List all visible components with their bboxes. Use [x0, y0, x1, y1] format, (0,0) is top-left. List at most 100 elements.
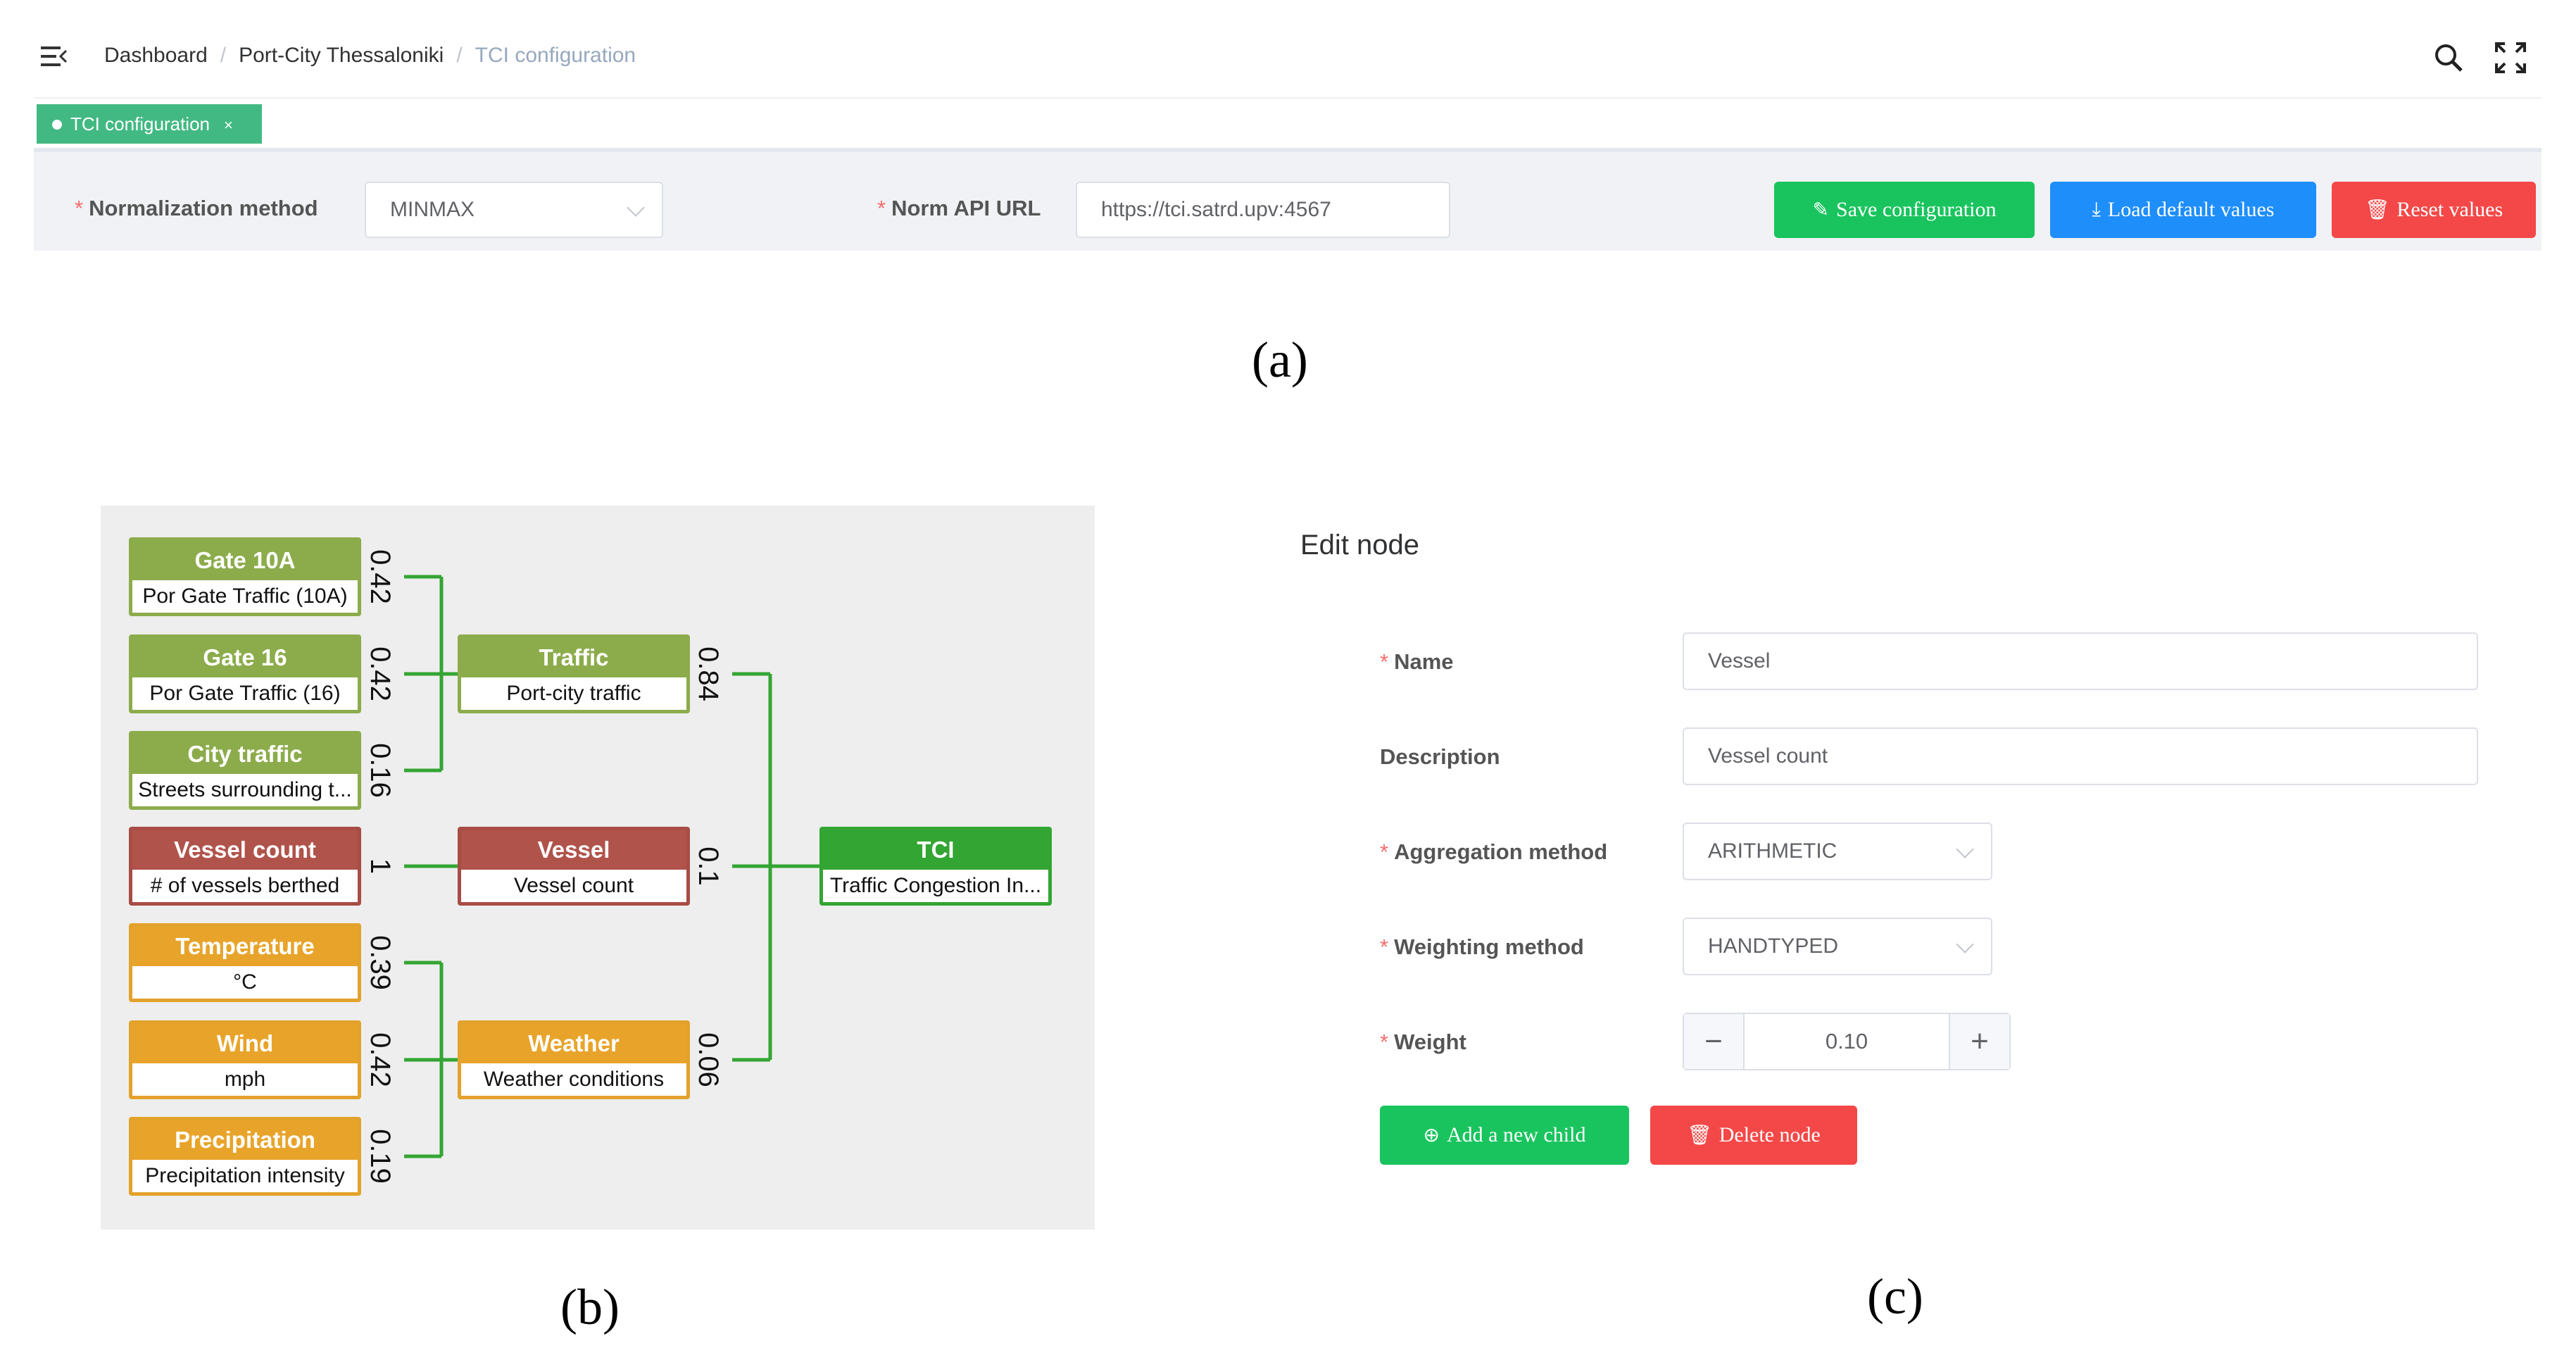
node-description: Por Gate Traffic (10A): [142, 584, 348, 608]
load-default-values-button[interactable]: ⤓Load default values: [2050, 182, 2316, 238]
name-value: Vessel: [1708, 649, 1771, 673]
node-description: Port-city traffic: [506, 682, 641, 705]
normalization-method-select[interactable]: MINMAX: [365, 182, 663, 238]
tree-node-gate-16[interactable]: Gate 16 Por Gate Traffic (16): [129, 634, 361, 713]
node-description: Precipitation intensity: [145, 1164, 345, 1187]
normalization-method-value: MINMAX: [390, 198, 475, 221]
node-title: Precipitation: [132, 1120, 358, 1160]
download-icon: ⤓: [2092, 199, 2101, 220]
tab-tci-configuration[interactable]: TCI configuration ×: [37, 104, 262, 144]
name-label: *Name: [1380, 649, 1454, 674]
description-input[interactable]: Vessel count: [1683, 727, 2478, 785]
node-title: City traffic: [132, 734, 358, 774]
description-label: Description: [1380, 744, 1500, 769]
name-input[interactable]: Vessel: [1683, 632, 2478, 690]
norm-api-url-value: https://tci.satrd.upv:4567: [1101, 198, 1331, 221]
required-mark: *: [1380, 839, 1389, 864]
tree-connectors: [404, 575, 819, 1158]
trash-icon: 🗑: [1687, 1125, 1712, 1146]
node-title: TCI: [823, 830, 1048, 870]
weight-label-precipitation: 0.19: [365, 1129, 396, 1184]
edit-node-title: Edit node: [1300, 530, 1420, 561]
add-new-child-button[interactable]: ⊕Add a new child: [1380, 1106, 1629, 1165]
node-title: Vessel count: [132, 830, 358, 870]
close-tab-icon[interactable]: ×: [223, 116, 233, 134]
aggregation-method-value: ARITHMETIC: [1708, 839, 1837, 863]
search-icon[interactable]: [2432, 41, 2465, 75]
edit-icon: ✎: [1812, 199, 1830, 221]
required-mark: *: [877, 196, 886, 220]
chevron-down-icon: [627, 199, 645, 217]
save-configuration-button[interactable]: ✎Save configuration: [1774, 182, 2035, 238]
weight-label-gate-10a: 0.42: [365, 549, 396, 604]
decrement-button[interactable]: −: [1684, 1014, 1743, 1069]
weight-label-weather: 0.06: [693, 1032, 724, 1087]
tree-node-temperature[interactable]: Temperature °C: [129, 923, 361, 1002]
required-mark: *: [1380, 1030, 1389, 1054]
tree-node-tci[interactable]: TCI Traffic Congestion In...: [819, 827, 1052, 906]
node-description: Por Gate Traffic (16): [149, 682, 341, 705]
node-description: # of vessels berthed: [150, 874, 340, 897]
tab-label: TCI configuration: [70, 113, 210, 135]
tree-node-vessel[interactable]: Vessel Vessel count: [458, 827, 690, 906]
node-title: Gate 10A: [132, 541, 358, 580]
weighting-method-value: HANDTYPED: [1708, 934, 1839, 958]
delete-node-button[interactable]: 🗑Delete node: [1650, 1106, 1857, 1165]
trash-icon: 🗑: [2364, 199, 2390, 221]
weight-value[interactable]: 0.10: [1743, 1014, 1950, 1069]
tree-node-traffic[interactable]: Traffic Port-city traffic: [458, 634, 690, 713]
tree-node-city-traffic[interactable]: City traffic Streets surrounding t...: [129, 731, 361, 810]
weight-label-temperature: 0.39: [365, 935, 396, 990]
weight-label-gate-16: 0.42: [365, 646, 396, 701]
fullscreen-icon[interactable]: [2494, 41, 2527, 75]
caption-c: (c): [1867, 1268, 1923, 1325]
node-description: Vessel count: [513, 874, 634, 897]
node-title: Gate 16: [132, 638, 358, 677]
breadcrumb: Dashboard / Port-City Thessaloniki / TCI con…: [104, 44, 636, 68]
node-title: Wind: [132, 1024, 358, 1063]
breadcrumb-separator: /: [220, 44, 227, 67]
node-description: °C: [233, 970, 257, 994]
tree-node-weather[interactable]: Weather Weather conditions: [458, 1020, 690, 1099]
header-divider: [34, 97, 2542, 99]
weighting-method-select[interactable]: HANDTYPED: [1683, 918, 1992, 975]
norm-api-url-input[interactable]: https://tci.satrd.upv:4567: [1076, 182, 1450, 238]
breadcrumb-item-dashboard[interactable]: Dashboard: [104, 44, 208, 67]
required-mark: *: [75, 196, 84, 220]
breadcrumb-item-current: TCI configuration: [475, 44, 636, 67]
tree-node-vessel-count[interactable]: Vessel count # of vessels berthed: [129, 827, 361, 906]
aggregation-method-select[interactable]: ARITHMETIC: [1683, 823, 1992, 880]
weight-label-city-traffic: 0.16: [365, 743, 396, 798]
node-description: mph: [224, 1068, 266, 1091]
plus-circle-icon: ⊕: [1423, 1125, 1440, 1146]
reset-values-button[interactable]: 🗑Reset values: [2332, 182, 2536, 238]
node-title: Traffic: [461, 638, 686, 677]
aggregation-method-label: *Aggregation method: [1380, 839, 1608, 864]
tree-node-precipitation[interactable]: Precipitation Precipitation intensity: [129, 1117, 361, 1196]
description-value: Vessel count: [1708, 744, 1828, 768]
weight-label-vessel-count: 1: [365, 858, 396, 875]
weight-label-wind: 0.42: [365, 1032, 396, 1087]
node-description: Weather conditions: [483, 1068, 665, 1091]
increment-button[interactable]: +: [1950, 1014, 2009, 1069]
node-description: Streets surrounding t...: [138, 778, 352, 801]
weight-stepper[interactable]: − 0.10 +: [1683, 1013, 2011, 1070]
required-mark: *: [1380, 934, 1389, 959]
chevron-down-icon: [1956, 840, 1974, 858]
node-title: Temperature: [132, 927, 358, 966]
breadcrumb-item-port-city[interactable]: Port-City Thessaloniki: [239, 44, 444, 67]
hamburger-menu-icon[interactable]: [39, 42, 68, 70]
caption-a: (a): [1252, 332, 1308, 388]
required-mark: *: [1380, 649, 1389, 674]
norm-api-url-label: *Norm API URL: [877, 196, 1041, 220]
breadcrumb-separator: /: [456, 44, 463, 67]
normalization-method-label: *Normalization method: [75, 196, 318, 220]
tree-node-wind[interactable]: Wind mph: [129, 1020, 361, 1099]
chevron-down-icon: [1956, 935, 1974, 953]
weight-label-vessel: 0.1: [693, 846, 724, 886]
node-title: Weather: [461, 1024, 686, 1063]
weight-label-traffic: 0.84: [693, 646, 724, 701]
tags-bar-divider: [34, 148, 2542, 152]
node-description: Traffic Congestion In...: [829, 874, 1042, 897]
tree-node-gate-10a[interactable]: Gate 10A Por Gate Traffic (10A): [129, 537, 361, 616]
